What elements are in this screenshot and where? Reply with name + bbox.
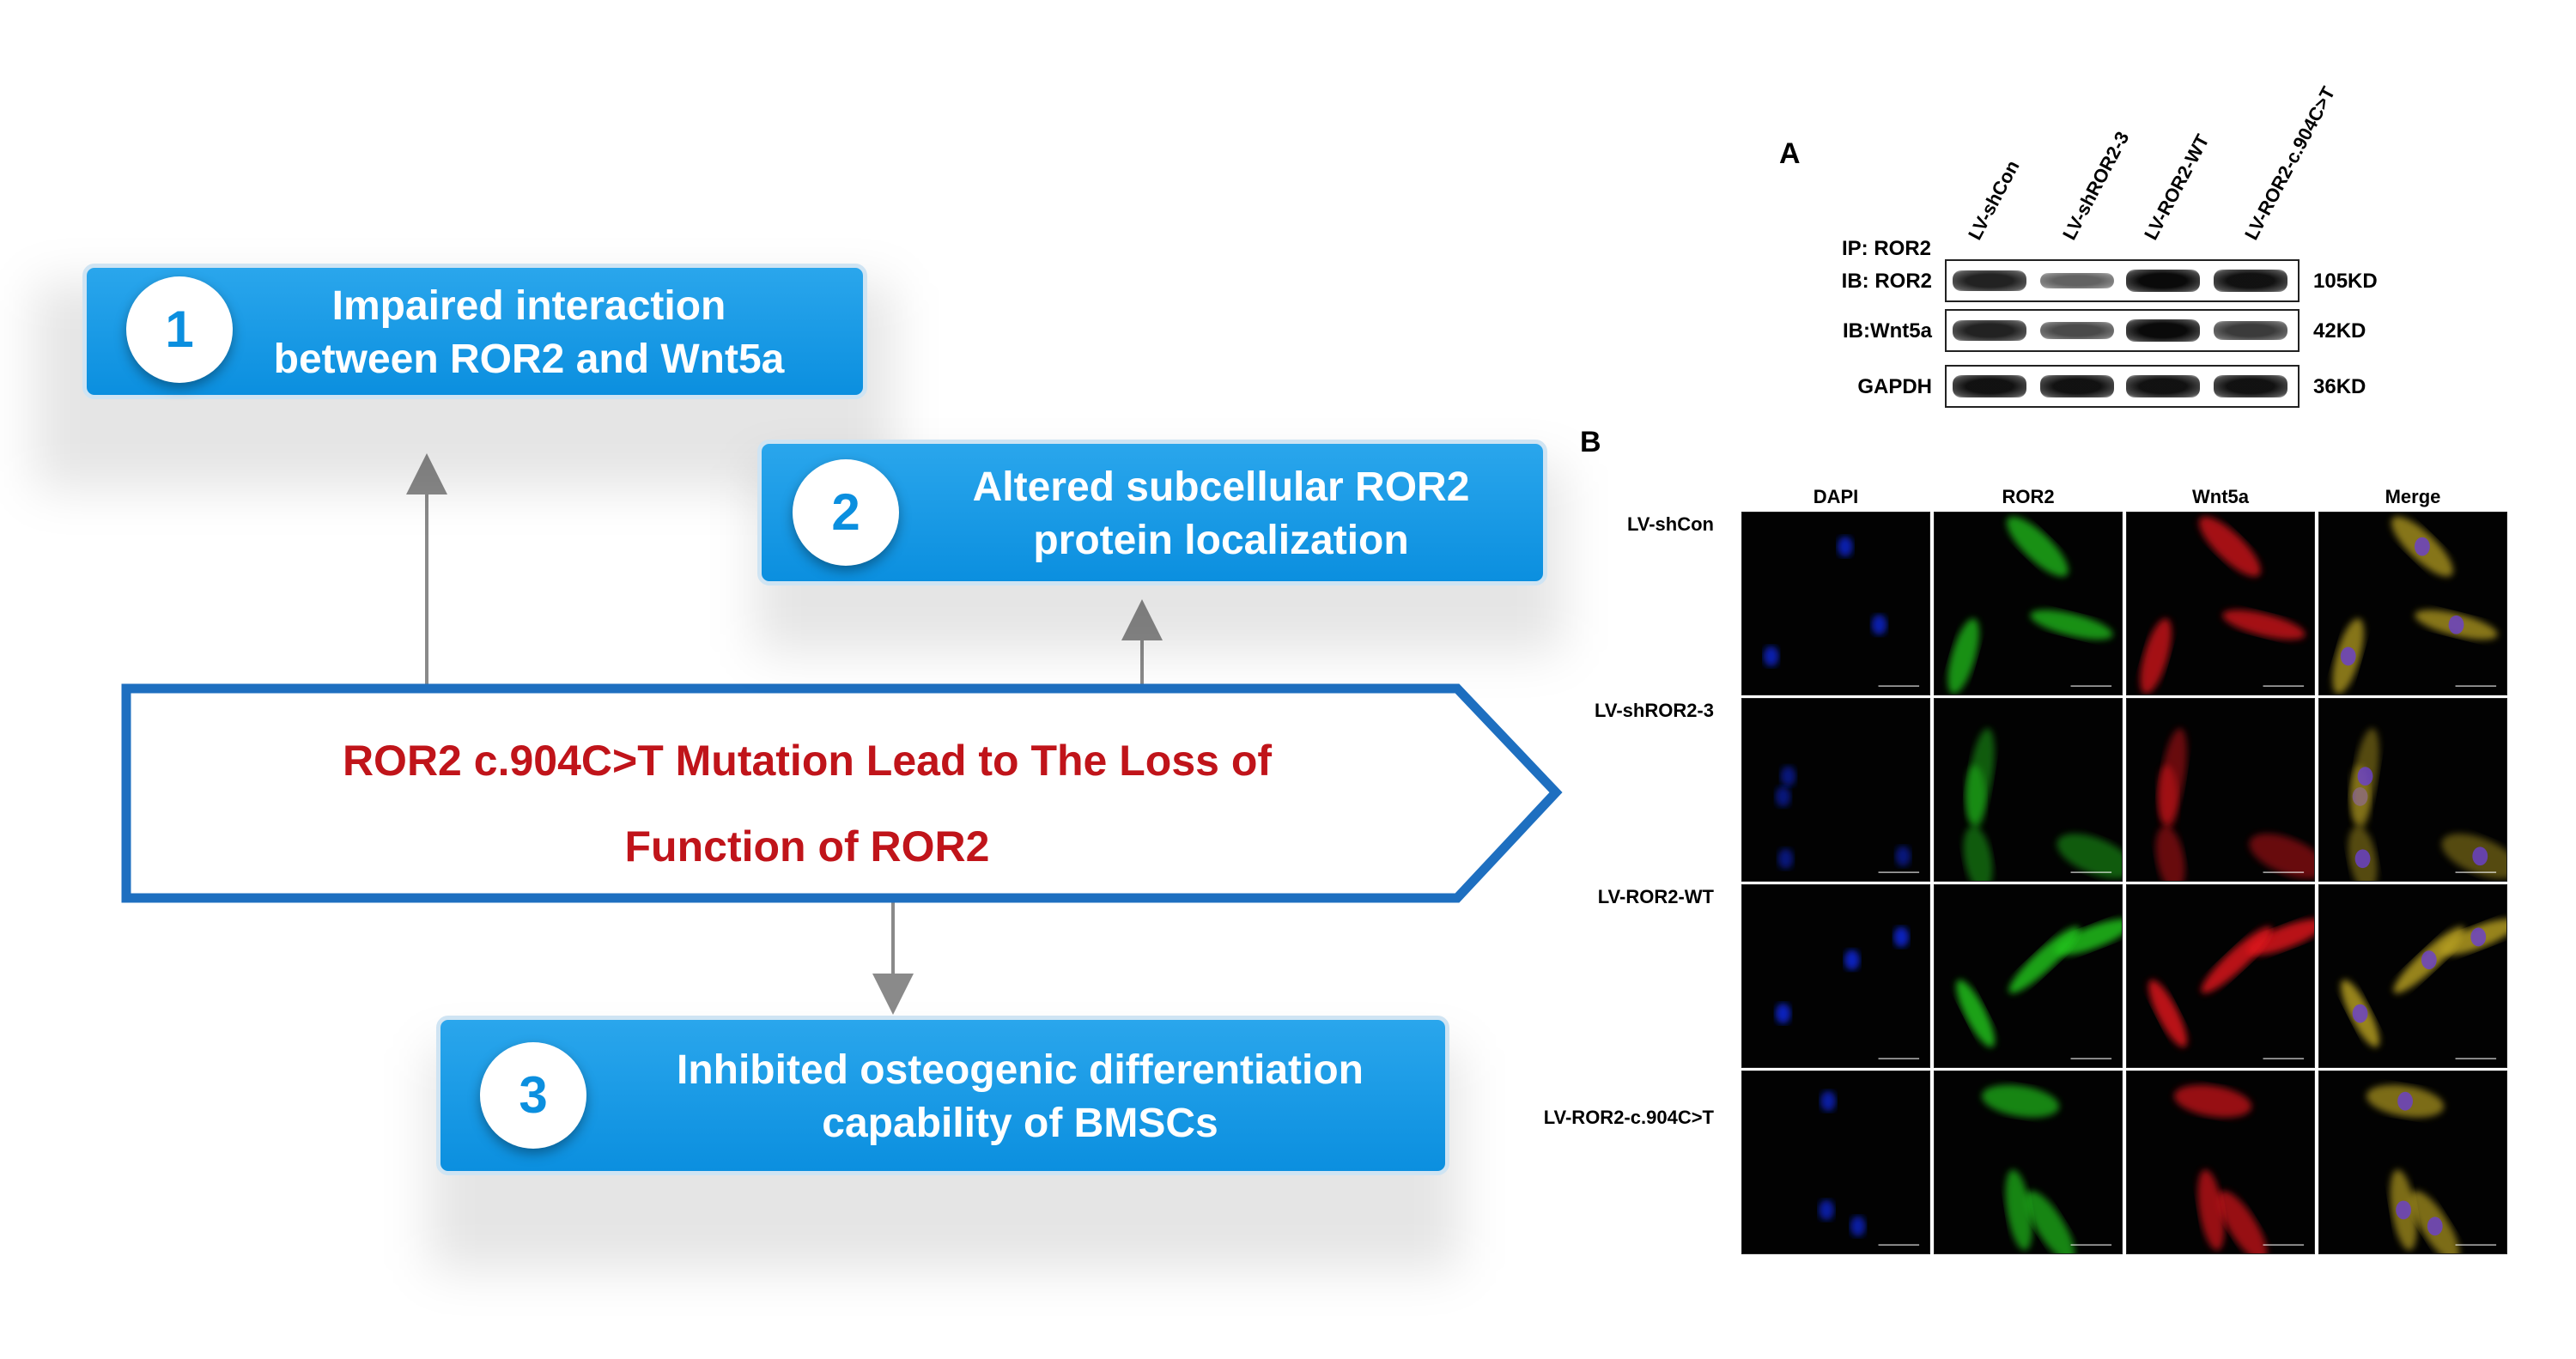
finding-number-2: 2 (793, 459, 899, 566)
finding-1-line1: Impaired interaction (331, 283, 726, 329)
finding-3-line2: capability of BMSCs (822, 1101, 1218, 1146)
micrograph-3-dapi (1741, 884, 1930, 1068)
blot-band-2-3 (2126, 319, 2200, 342)
column-header-wnt5a: Wnt5a (2192, 486, 2249, 507)
central-arrow-shape (121, 683, 1563, 903)
micrograph-2-merge (2318, 698, 2507, 882)
micrograph-1-merge (2318, 512, 2507, 695)
blot-band-1-4 (2214, 270, 2287, 292)
micrograph-4-wnt5a (2126, 1071, 2315, 1254)
panel-b-letter: B (1580, 426, 1601, 458)
row-header-3: LV-ROR2-WT (1597, 886, 1714, 907)
micrograph-1-wnt5a (2126, 512, 2315, 695)
row-header-2: LV-shROR2-3 (1595, 700, 1714, 721)
blot-size-3: 36KD (2313, 375, 2366, 398)
column-header-merge: Merge (2385, 486, 2441, 507)
blot-band-1-1 (1953, 270, 2026, 291)
blot-band-3-1 (1953, 375, 2026, 397)
micrograph-2-ror2 (1934, 698, 2123, 882)
finding-2-line1: Altered subcellular ROR2 (972, 464, 1470, 510)
finding-box-2: 2 Altered subcellular ROR2 protein local… (757, 440, 1547, 585)
finding-number-1: 1 (126, 276, 233, 383)
micrograph-3-merge (2318, 884, 2507, 1068)
blot-row-label-3: GAPDH (1857, 375, 1932, 398)
blot-band-1-3 (2126, 270, 2200, 292)
micrograph-2-wnt5a (2126, 698, 2315, 882)
central-title-line2: Function of ROR2 (624, 822, 990, 871)
micrograph-3-wnt5a (2126, 884, 2315, 1068)
row-header-4: LV-ROR2-c.904C>T (1543, 1107, 1714, 1128)
micrograph-1-dapi (1741, 512, 1930, 695)
blot-band-2-4 (2214, 321, 2287, 340)
blot-band-3-4 (2214, 375, 2287, 397)
micrograph-4-dapi (1741, 1071, 1930, 1254)
ip-label: IP: ROR2 (1842, 237, 1932, 260)
blot-size-2: 42KD (2313, 319, 2366, 343)
row-header-1: LV-shCon (1626, 513, 1714, 535)
panel-a-letter: A (1779, 137, 1801, 170)
blot-band-3-3 (2126, 375, 2200, 397)
finding-box-3: 3 Inhibited osteogenic differentiation c… (436, 1016, 1449, 1175)
finding-3-line1: Inhibited osteogenic differentiation (676, 1047, 1364, 1093)
micrograph-4-merge (2318, 1071, 2507, 1254)
finding-2-line2: protein localization (1033, 518, 1409, 563)
blot-size-1: 105KD (2313, 270, 2378, 293)
blot-band-2-2 (2040, 322, 2114, 339)
micrograph-1-ror2 (1934, 512, 2123, 695)
column-header-ror2: ROR2 (2002, 486, 2055, 507)
micrograph-4-ror2 (1934, 1071, 2123, 1254)
column-header-dapi: DAPI (1813, 486, 1859, 507)
blot-band-1-2 (2040, 273, 2114, 288)
finding-1-line2: between ROR2 and Wnt5a (273, 337, 785, 382)
blot-row-label-2: IB:Wnt5a (1843, 319, 1932, 343)
blot-row-label-1: IB: ROR2 (1841, 270, 1932, 293)
central-title-line1: ROR2 c.904C>T Mutation Lead to The Loss … (342, 737, 1273, 785)
micrograph-2-dapi (1741, 698, 1930, 882)
micrograph-3-ror2 (1934, 884, 2123, 1068)
blot-band-2-1 (1953, 320, 2026, 341)
finding-box-1: 1 Impaired interaction between ROR2 and … (82, 264, 867, 399)
blot-band-3-2 (2040, 375, 2114, 397)
finding-number-3: 3 (480, 1042, 586, 1149)
